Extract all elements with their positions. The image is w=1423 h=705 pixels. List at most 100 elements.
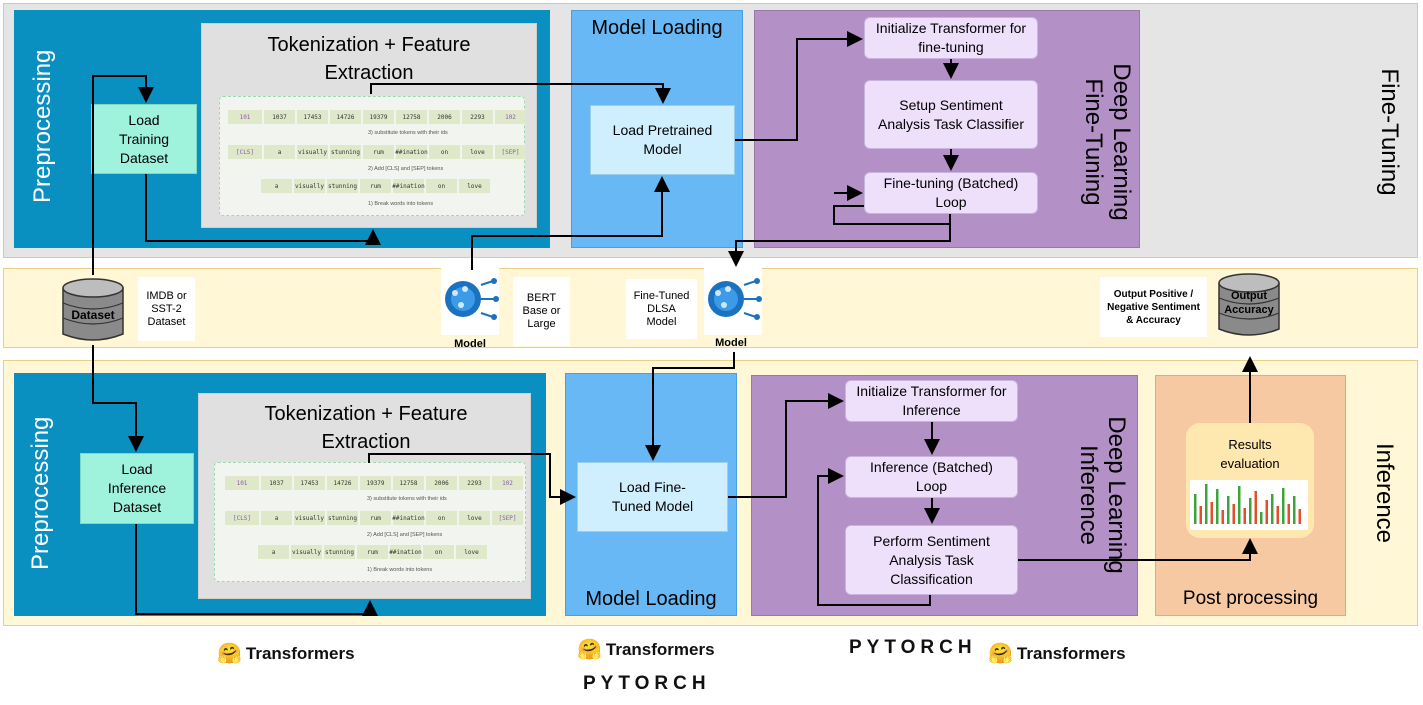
inference-tokenization-title: Tokenization + Feature Extraction [264, 403, 468, 453]
token-special-row: [CLS] a visually stunning rum ##ination … [225, 511, 523, 525]
token-ids-row: 101 1037 17453 14726 19379 12758 2006 22… [228, 110, 526, 124]
bert-model-note: BERT Base or Large [513, 277, 570, 346]
arrow-inference-to-tokenization [135, 524, 378, 616]
post-processing-title: Post processing [1182, 588, 1319, 609]
hugging-face-icon: 🤗 [988, 643, 1013, 665]
token-id-cell: 1037 [264, 110, 295, 124]
token-step1-note: 1) Break words into tokens [367, 567, 433, 573]
load-pretrained-model-box[interactable]: Load Pretrained Model [590, 105, 735, 175]
mini-bar [1287, 504, 1290, 524]
token-cell: a [261, 511, 292, 525]
arrow-tokenization-to-pretrained [370, 83, 671, 104]
token-cell: stunning [330, 145, 361, 159]
dataset-note: IMDB or SST-2 Dataset [138, 277, 195, 341]
token-word-cell: ##ination [389, 545, 422, 559]
arrow-bert-to-pretrained [471, 176, 670, 270]
token-cell: a [264, 145, 295, 159]
arrow-loop-to-finetuned [728, 224, 951, 267]
dataset-label: Dataset [71, 308, 115, 322]
token-id-cell: 12758 [393, 476, 424, 490]
bert-model-icon [441, 267, 499, 335]
token-id-cell: 102 [495, 110, 526, 124]
token-word-cell: a [261, 179, 292, 193]
token-word-cell: on [423, 545, 454, 559]
token-words-row: a visually stunning rum ##ination on lov… [261, 179, 490, 193]
transformers-logo-1: 🤗 Transformers [217, 641, 355, 666]
token-id-cell: 2293 [462, 110, 493, 124]
mini-bar [1293, 496, 1296, 524]
mini-bar [1210, 502, 1213, 524]
bert-model-label: Model [454, 338, 486, 350]
load-finetuned-model-box[interactable]: Load Fine-Tuned Model [577, 462, 728, 532]
token-step3-note: 3) substitute tokens with their ids [367, 496, 447, 502]
token-cell: on [429, 145, 460, 159]
mini-bar [1276, 506, 1279, 524]
mini-bar [1232, 504, 1235, 524]
mini-bar [1298, 509, 1301, 524]
token-special-row: [CLS] a visually stunning rum ##ination … [228, 145, 526, 159]
finetuning-loop-box[interactable]: Fine-tuning (Batched) Loop [864, 172, 1038, 214]
token-step2-note: 2) Add [CLS] and [SEP] tokens [368, 166, 444, 172]
finetune-model-loading-title: Model Loading [591, 17, 723, 39]
results-bar-chart-icon [1190, 480, 1308, 530]
mini-bar [1194, 494, 1197, 524]
arrow-finetune-loop [833, 205, 951, 225]
mini-bar [1205, 484, 1208, 524]
token-word-cell: rum [360, 179, 391, 193]
token-word-cell: on [426, 179, 457, 193]
token-step3-note: 3) substitute tokens with their ids [368, 130, 448, 136]
inference-token-example: 101 1037 17453 14726 19379 12758 2006 22… [214, 462, 526, 582]
finetuned-model-note: Fine-Tuned DLSA Model [626, 279, 697, 339]
hugging-face-icon: 🤗 [577, 639, 602, 661]
transformers-logo-text: Transformers [245, 643, 355, 663]
token-id-cell: 19379 [360, 476, 391, 490]
arrow-pretrained-to-init [735, 31, 863, 141]
inference-model-loading-title: Model Loading [585, 588, 717, 610]
output-db-label: Output Accuracy [1224, 290, 1274, 316]
finetuned-model-icon [704, 267, 762, 335]
finetune-tokenization-title: Tokenization + Feature Extraction [267, 34, 471, 84]
mini-bar [1265, 500, 1268, 524]
token-word-cell: love [459, 179, 490, 193]
token-cell: visually [297, 145, 328, 159]
arrow-tokenization-to-finetuned [368, 453, 576, 505]
token-cell: [SEP] [495, 145, 526, 159]
mini-bar [1199, 506, 1202, 524]
load-inference-dataset-box[interactable]: Load Inference Dataset [80, 453, 194, 524]
init-transformer-inference-box[interactable]: Initialize Transformer for Inference [845, 380, 1018, 422]
token-cell: ##ination [392, 511, 425, 525]
transformers-logo-3: 🤗 Transformers [988, 641, 1126, 666]
token-id-cell: 14726 [327, 476, 358, 490]
transformers-logo-text: Transformers [1016, 643, 1126, 663]
token-cell: [CLS] [228, 145, 262, 159]
output-database-icon [1218, 273, 1280, 336]
mini-bar [1221, 510, 1224, 524]
init-transformer-finetune-box[interactable]: Initialize Transformer for fine-tuning [864, 17, 1038, 59]
arrow-dataset-to-inference [92, 345, 144, 452]
token-id-cell: 14726 [330, 110, 361, 124]
token-cell: rum [360, 511, 391, 525]
setup-classifier-box[interactable]: Setup Sentiment Analysis Task Classifier [864, 80, 1038, 149]
dataset-database-icon [62, 278, 124, 341]
classification-box[interactable]: Perform Sentiment Analysis Task Classifi… [845, 525, 1018, 595]
token-word-cell: stunning [327, 179, 358, 193]
arrow-inference-loop [817, 468, 931, 606]
token-cell: stunning [327, 511, 358, 525]
mini-bar [1254, 491, 1257, 524]
token-cell: [SEP] [492, 511, 523, 525]
mini-bar [1282, 488, 1285, 524]
token-word-cell: visually [291, 545, 322, 559]
mini-bar [1260, 512, 1263, 524]
token-words-row: a visually stunning rum ##ination on lov… [258, 545, 487, 559]
inference-loop-box[interactable]: Inference (Batched) Loop [845, 456, 1018, 498]
token-id-cell: 2006 [429, 110, 460, 124]
token-id-cell: 2006 [426, 476, 457, 490]
token-word-cell: stunning [324, 545, 355, 559]
arrow-finetunedmodel-to-load [645, 352, 735, 461]
mini-bar [1271, 494, 1274, 524]
load-training-dataset-box[interactable]: Load Training Dataset [91, 104, 197, 174]
token-cell: [CLS] [225, 511, 259, 525]
finetune-token-example: 101 1037 17453 14726 19379 12758 2006 22… [219, 96, 526, 216]
mini-bar [1238, 486, 1241, 524]
token-id-cell: 17453 [297, 110, 328, 124]
